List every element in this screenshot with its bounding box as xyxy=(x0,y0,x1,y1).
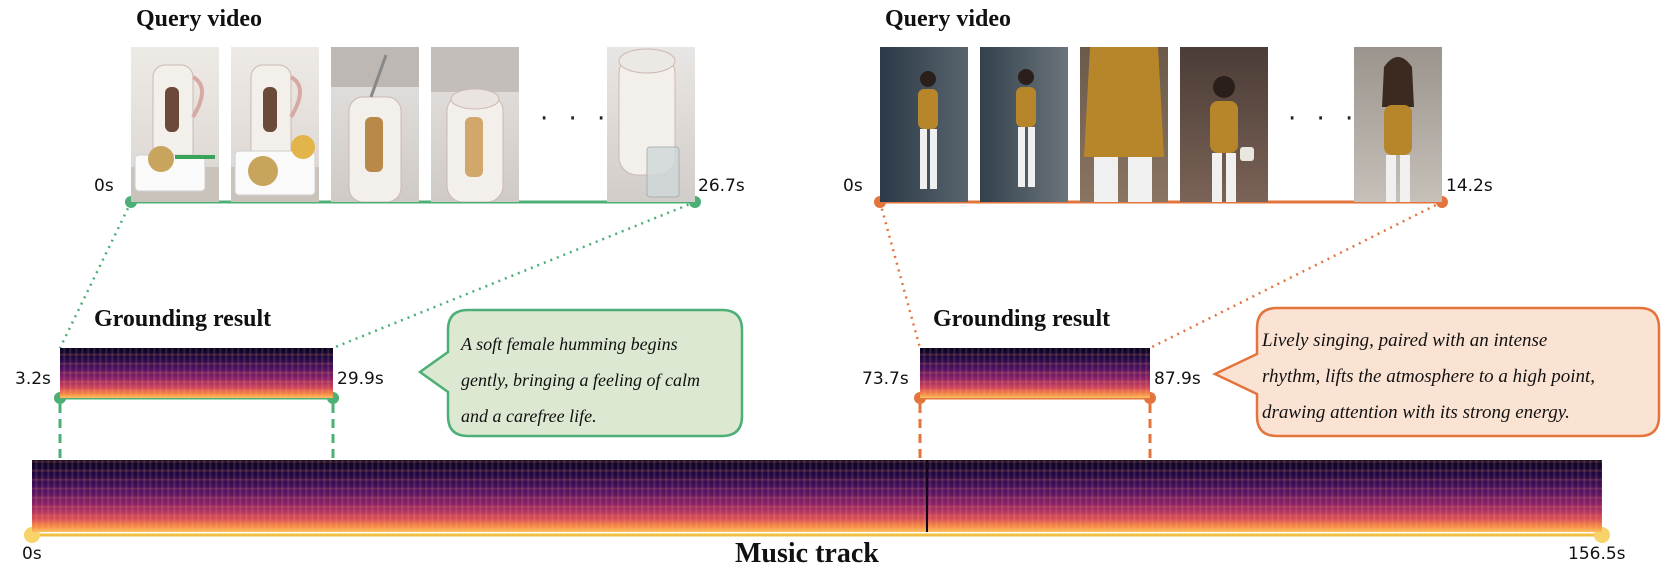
right-video-end-label: 14.2s xyxy=(1446,176,1493,196)
frame-illustration xyxy=(231,64,319,202)
frame-illustration xyxy=(1084,47,1164,202)
music-track-end-label: 156.5s xyxy=(1568,544,1626,564)
frame-illustration xyxy=(1382,57,1414,202)
right-caption-bubble xyxy=(1212,306,1661,438)
frame-illustration xyxy=(131,64,219,202)
left-video-frame-2 xyxy=(231,47,319,202)
left-video-frame-3 xyxy=(331,47,419,202)
right-segment-start-label: 73.7s xyxy=(862,369,909,389)
left-caption-line-3: and a carefree life. xyxy=(461,406,597,426)
music-track-spectrogram xyxy=(32,460,1602,532)
right-segment-end-label: 87.9s xyxy=(1154,369,1201,389)
left-caption-line-1: A soft female humming begins xyxy=(461,334,678,354)
right-video-frame-1 xyxy=(880,47,968,202)
left-grounding-title: Grounding result xyxy=(94,306,272,332)
right-video-frame-5 xyxy=(1354,47,1442,202)
left-video-frame-4 xyxy=(431,47,519,202)
frame-illustration xyxy=(618,48,680,198)
right-grounding-title: Grounding result xyxy=(933,306,1111,332)
music-track-title: Music track xyxy=(735,538,879,569)
right-zoom-line-start xyxy=(878,201,922,349)
right-video-start-label: 0s xyxy=(843,176,863,196)
right-frames-ellipsis: · · · xyxy=(1288,104,1360,134)
right-caption-line-1: Lively singing, paired with an intense xyxy=(1262,330,1548,351)
right-caption-text: Lively singing, paired with an intense r… xyxy=(1262,323,1595,431)
right-video-frame-3 xyxy=(1080,47,1168,202)
left-video-frame-1 xyxy=(131,47,219,202)
left-frames-ellipsis: · · · xyxy=(540,104,612,134)
frame-illustration xyxy=(331,47,419,202)
left-segment-start-label: 3.2s xyxy=(15,369,51,389)
right-caption-line-3: drawing attention with its strong energy… xyxy=(1262,402,1570,423)
frame-illustration xyxy=(1210,76,1254,202)
music-track-start-label: 0s xyxy=(22,544,42,564)
frame-illustration xyxy=(1016,69,1036,187)
left-query-video-title: Query video xyxy=(136,6,262,32)
left-grounding-spectrogram xyxy=(60,348,333,398)
right-grounding-spectrogram xyxy=(920,348,1150,398)
left-video-start-label: 0s xyxy=(94,176,114,196)
music-track-boundary xyxy=(926,460,928,532)
left-caption-line-2: gently, bringing a feeling of calm xyxy=(461,370,700,390)
left-segment-end-label: 29.9s xyxy=(337,369,384,389)
right-caption-line-2: rhythm, lifts the atmosphere to a high p… xyxy=(1262,366,1596,387)
frame-illustration xyxy=(918,71,938,189)
left-caption-text: A soft female humming begins gently, bri… xyxy=(461,326,700,434)
right-video-frame-2 xyxy=(980,47,1068,202)
left-video-end-label: 26.7s xyxy=(698,176,745,196)
left-caption-bubble xyxy=(417,308,744,438)
left-video-frame-5 xyxy=(607,47,695,202)
right-query-video-title: Query video xyxy=(885,6,1011,32)
right-video-frame-4 xyxy=(1180,47,1268,202)
frame-illustration xyxy=(431,47,519,202)
